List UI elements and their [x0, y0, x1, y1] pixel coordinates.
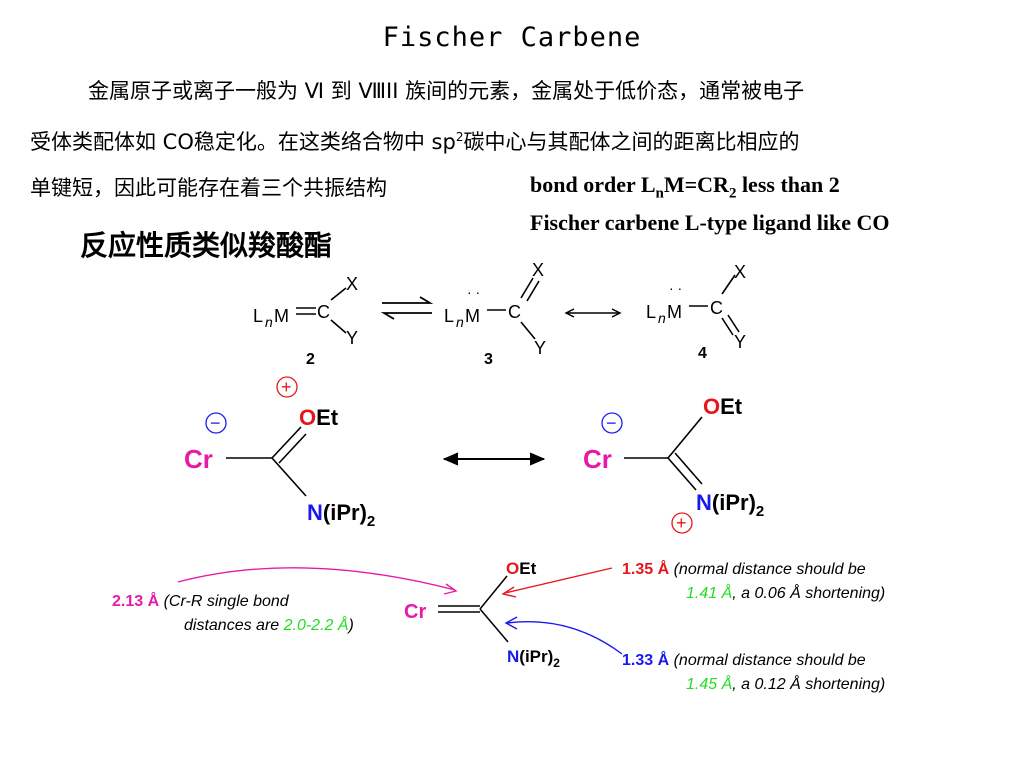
s2-x: X	[346, 274, 358, 294]
paragraph-line-1: 金属原子或离子一般为 Ⅵ 到 ⅧII 族间的元素，金属处于低价态，通常被电子	[88, 79, 805, 103]
minus-left: −	[210, 413, 221, 433]
s4-m: M	[667, 302, 682, 322]
label-3: 3	[484, 351, 493, 368]
sp-superscript: 2	[455, 130, 464, 144]
s2-c: C	[317, 302, 330, 322]
s3-m: M	[465, 306, 480, 326]
paragraph-line-3: 单键短，因此可能存在着三个共振结构	[30, 176, 387, 200]
equilibrium-back-arrow	[380, 312, 432, 320]
plus-right: +	[676, 513, 687, 533]
bond-order-line: bond order LnM=CR2 less than 2	[530, 172, 840, 202]
cr-bottom: Cr	[404, 601, 426, 623]
paragraph-line-2: 受体类配体如 CO稳定化。在这类络合物中 sp2碳中心与其配体之间的距离比相应的	[30, 130, 800, 154]
cn-distance-note: 1.33 Å (normal distance should be 1.45 Å…	[622, 652, 886, 693]
reactivity-heading: 反应性质类似羧酸酯	[80, 229, 333, 262]
s2-n: n	[265, 314, 273, 330]
s4-c: C	[710, 298, 723, 318]
plus-charge-left	[276, 376, 298, 398]
oet-left: OEt	[299, 405, 339, 430]
s2-l: L	[253, 306, 263, 326]
s4-y: Y	[734, 332, 746, 352]
co-bond-arrow	[504, 567, 613, 594]
s3-y: Y	[534, 338, 546, 358]
plus-charge-right	[671, 512, 693, 534]
intro-paragraph: 金属原子或离子一般为 Ⅵ 到 ⅧII 族间的元素，金属处于低价态，通常被电子 受…	[30, 68, 1020, 211]
nipr-right: N(iPr)2	[696, 490, 764, 520]
label-4: 4	[698, 345, 707, 362]
s3-l: L	[444, 306, 454, 326]
s4-x: X	[734, 262, 746, 282]
s2-y: Y	[346, 328, 358, 348]
nipr-bottom: N(iPr)2	[507, 647, 560, 670]
minus-charge-left	[205, 412, 227, 434]
equilibrium-forward-arrow	[382, 296, 434, 304]
oet-right: OEt	[703, 394, 743, 419]
plus-left: +	[281, 377, 292, 397]
s4-dots: · ·	[669, 280, 682, 296]
bond-order-note: bond order LnM=CR2 less than 2 Fischer c…	[530, 170, 890, 238]
s2-m: M	[274, 306, 289, 326]
cr-left: Cr	[184, 444, 213, 474]
cn-bond-arrow	[506, 620, 623, 655]
minus-right: −	[606, 413, 617, 433]
oet-bottom: OEt	[506, 559, 537, 578]
co-distance-note: 1.35 Å (normal distance should be 1.41 Å…	[622, 561, 886, 602]
s3-c: C	[508, 302, 521, 322]
cr-right: Cr	[583, 444, 612, 474]
minus-charge-right	[601, 412, 623, 434]
s3-n: n	[456, 314, 464, 330]
nipr-left: N(iPr)2	[307, 500, 375, 530]
cr-distance-note: 2.13 Å (Cr-R single bond distances are 2…	[112, 593, 354, 634]
cr-bond-arrow	[177, 567, 456, 591]
label-2: 2	[306, 351, 315, 368]
s3-x: X	[532, 260, 544, 280]
s4-l: L	[646, 302, 656, 322]
s4-n: n	[658, 310, 666, 326]
s3-dots: · ·	[467, 284, 480, 300]
fischer-ligand-line: Fischer carbene L-type ligand like CO	[530, 210, 890, 236]
page-title: Fischer Carbene	[382, 22, 642, 53]
